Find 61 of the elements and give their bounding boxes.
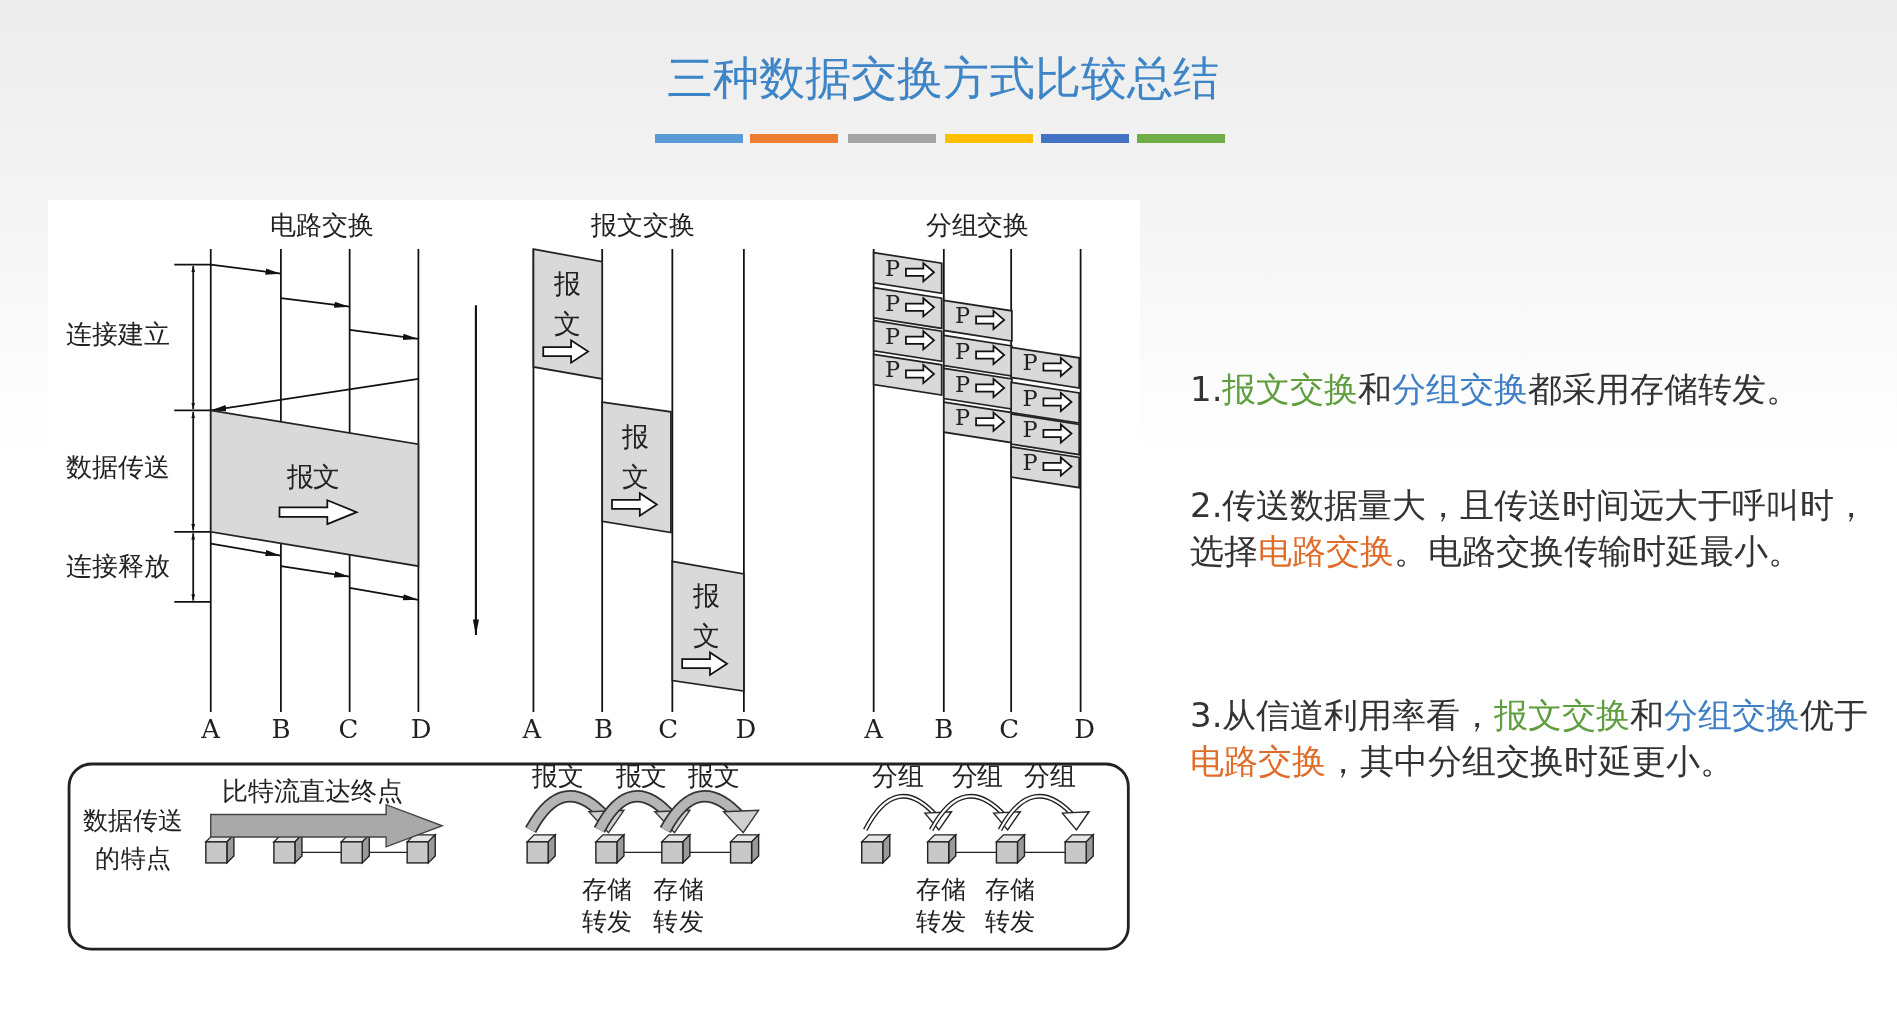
- station-label: A: [201, 714, 221, 746]
- data-block: [210, 410, 419, 567]
- packet-label: P: [884, 289, 900, 317]
- message-block: [602, 402, 671, 533]
- packet-label: P: [884, 356, 900, 384]
- station-label: D: [1074, 714, 1096, 746]
- node-caption: 存储转发: [581, 873, 634, 937]
- phase-label: 连接释放: [66, 550, 171, 582]
- panel-label: 数据传送的特点: [81, 805, 185, 875]
- comparison-panel: [67, 762, 1130, 951]
- node-caption: 存储转发: [984, 873, 1036, 937]
- phase-label: 连接建立: [66, 319, 171, 351]
- packet-label: P: [1022, 416, 1038, 443]
- packet-label: P: [1022, 384, 1038, 412]
- block-label: 报文: [553, 267, 582, 342]
- packet-block: [1011, 446, 1080, 488]
- packet-block: [1011, 347, 1080, 388]
- station-label: B: [594, 714, 614, 746]
- station-label: C: [338, 714, 359, 746]
- arrow-caption: 报文: [532, 761, 584, 793]
- title: 三种数据交换方式比较总结: [667, 50, 1219, 107]
- packet-label: P: [955, 302, 971, 330]
- message-block: [533, 249, 603, 379]
- arrow-caption: 分组: [872, 761, 925, 793]
- note-paragraph: 3.从信道利用率看，报文交换和分组交换优于电路交换，其中分组交换时延更小。: [1190, 694, 1870, 783]
- node-caption: 存储转发: [653, 873, 705, 937]
- arrow-caption: 报文: [688, 761, 741, 793]
- packet-label: P: [955, 404, 971, 431]
- station-label: A: [522, 714, 542, 746]
- block-label: 报文: [286, 460, 340, 495]
- packet-block: [943, 300, 1012, 341]
- phase-label: 数据传送: [66, 452, 171, 484]
- packet-label: P: [884, 322, 900, 350]
- packet-label: P: [955, 370, 971, 398]
- node-caption: 存储转发: [915, 873, 968, 937]
- station-label: D: [410, 714, 432, 746]
- packet-block: [943, 402, 1012, 443]
- column-header: 电路交换: [269, 209, 374, 241]
- column-header: 分组交换: [925, 209, 1030, 241]
- station-label: B: [271, 714, 291, 746]
- caption-text: 比特流直达终点: [221, 776, 404, 808]
- packet-label: P: [955, 337, 971, 365]
- packet-label: P: [884, 254, 900, 282]
- packet-block: [873, 354, 942, 395]
- note-paragraph: 2.传送数据量大，且传送时间远大于呼叫时，选择电路交换。电路交换传输时延最小。: [1190, 484, 1870, 573]
- station-label: D: [735, 714, 757, 746]
- station-label: B: [934, 714, 954, 746]
- block-label: 报文: [692, 579, 720, 654]
- packet-label: P: [1022, 449, 1038, 476]
- packet-label: P: [1022, 349, 1038, 377]
- arrow-caption: 分组: [1024, 761, 1077, 793]
- station-label: C: [999, 714, 1020, 746]
- arrow-caption: 报文: [615, 761, 668, 793]
- packet-block: [873, 252, 942, 294]
- column-header: 报文交换: [590, 209, 695, 241]
- message-block: [672, 561, 744, 692]
- block-label: 报文: [621, 420, 650, 495]
- note-paragraph: 1.报文交换和分组交换都采用存储转发。: [1190, 368, 1802, 411]
- station-label: A: [864, 714, 883, 746]
- station-label: C: [658, 714, 679, 746]
- arrow-caption: 分组: [951, 761, 1004, 793]
